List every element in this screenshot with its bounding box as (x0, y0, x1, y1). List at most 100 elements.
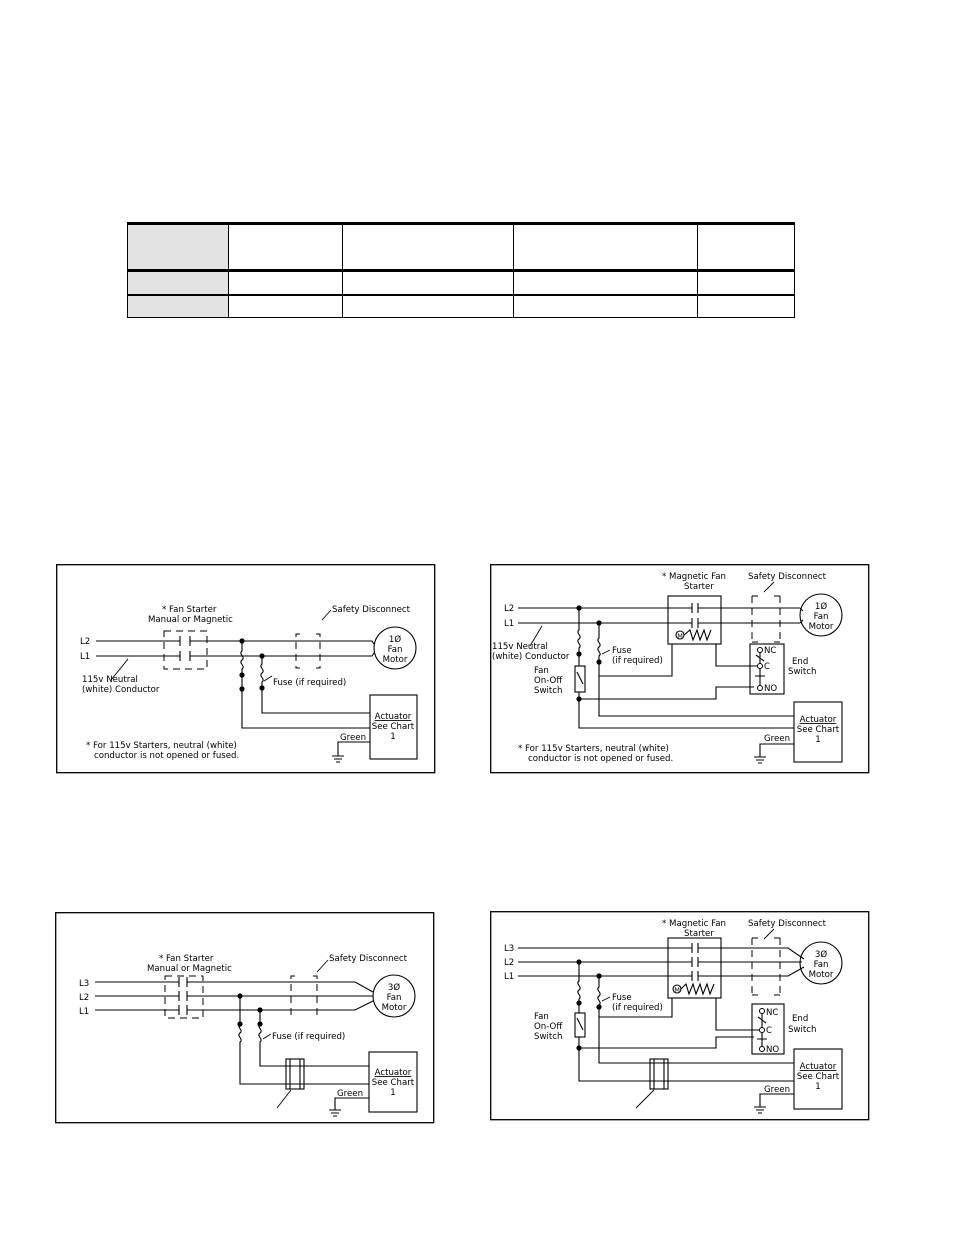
table-header-cell (127, 222, 229, 272)
ground-icon (754, 1106, 766, 1114)
wiring-diagram-3: * Fan Starter Manual or Magnetic Safety … (55, 912, 435, 1124)
fan-motor (372, 974, 416, 1018)
fan-motor (373, 626, 417, 670)
fuse-label-1: Fuse (612, 993, 632, 1003)
l1-label: L1 (504, 619, 514, 629)
nc-label: NC (766, 1008, 778, 1018)
l3-label: L3 (79, 979, 89, 989)
l2-label: L2 (79, 993, 89, 1003)
table-cell (697, 270, 795, 296)
table-cell (228, 294, 343, 318)
magnetic-starter-label-2: Starter (684, 582, 714, 592)
actuator-label: Actuator (375, 712, 412, 722)
fuse-label-1: Fuse (612, 646, 632, 656)
safety-disconnect-label: Safety Disconnect (332, 605, 411, 615)
table-cell (127, 270, 229, 296)
table-cell (342, 270, 514, 296)
motor-fan-label: Fan (387, 993, 402, 1003)
safety-disconnect-label: Safety Disconnect (748, 572, 827, 582)
table-cell (697, 294, 795, 318)
l2-label: L2 (504, 604, 514, 614)
table-header-cell (342, 222, 514, 272)
table-row (127, 270, 795, 296)
end-switch-label-1: End (792, 1014, 808, 1024)
see-chart-label: See Chart (797, 1072, 840, 1082)
fan-on-off-switch (574, 1012, 586, 1038)
no-label: NO (766, 1045, 779, 1055)
fan-on-off-switch (574, 665, 586, 693)
fan-motor (799, 593, 843, 637)
see-chart-label: See Chart (372, 1078, 415, 1088)
fan-starter-box (164, 975, 204, 1019)
table-header-cell (228, 222, 343, 272)
neutral-label-1: 115v Neutral (492, 642, 548, 652)
magnetic-starter-box (667, 595, 722, 645)
cable-clamp (649, 1058, 669, 1090)
fuse-label: Fuse (if required) (273, 678, 346, 688)
table-header-row (127, 222, 795, 272)
actuator-label: Actuator (800, 1062, 837, 1072)
magnetic-starter-label-2: Starter (684, 929, 714, 939)
neutral-label-1: 115v Neutral (82, 675, 138, 685)
chart-number-label: 1 (390, 1088, 395, 1098)
neutral-label-2: (white) Conductor (82, 685, 160, 695)
green-label: Green (337, 1089, 363, 1099)
safety-disconnect-label: Safety Disconnect (748, 919, 827, 929)
note-line-1: * For 115v Starters, neutral (white) (518, 744, 669, 754)
actuator-label: Actuator (375, 1068, 412, 1078)
safety-disconnect-label: Safety Disconnect (329, 954, 408, 964)
fan-starter-label: * Fan Starter (159, 954, 214, 964)
fuse-label-2: (if required) (612, 656, 663, 666)
note-line-1: * For 115v Starters, neutral (white) (86, 741, 237, 751)
l2-label: L2 (504, 958, 514, 968)
ground-icon (329, 1109, 341, 1117)
l1-label: L1 (80, 652, 90, 662)
wiring-diagram-4: * Magnetic Fan Starter Safety Disconnect… (490, 911, 870, 1121)
green-label: Green (764, 1085, 790, 1095)
note-line-2: conductor is not opened or fused. (94, 751, 239, 761)
manual-or-magnetic-label: Manual or Magnetic (148, 615, 233, 625)
l1-label: L1 (79, 1007, 89, 1017)
fan-starter-box (163, 630, 208, 670)
manual-or-magnetic-label: Manual or Magnetic (147, 964, 232, 974)
table-cell (513, 294, 698, 318)
actuator-box (793, 701, 843, 763)
end-switch-box (749, 643, 785, 695)
ground-icon (332, 755, 344, 763)
l2-label: L2 (80, 637, 90, 647)
fan-switch-label-3: Switch (534, 686, 562, 696)
table-cell (127, 294, 229, 318)
motor-fan-label: Fan (814, 960, 829, 970)
magnetic-starter-box (667, 937, 722, 999)
table-row (127, 294, 795, 318)
table-cell (228, 270, 343, 296)
magnetic-starter-label-1: * Magnetic Fan (662, 919, 726, 929)
motor-label: Motor (809, 622, 834, 632)
motor-phase-label: 1Ø (389, 634, 401, 645)
magnetic-starter-label-1: * Magnetic Fan (662, 572, 726, 582)
note-line-2: conductor is not opened or fused. (528, 754, 673, 764)
motor-phase-label: 3Ø (388, 982, 400, 993)
safety-disconnect-box (751, 937, 781, 996)
motor-label: Motor (382, 1003, 407, 1013)
neutral-label-2: (white) Conductor (492, 652, 570, 662)
end-switch-label-1: End (792, 657, 808, 667)
wiring-diagram-2: * Magnetic Fan Starter Safety Disconnect… (490, 564, 870, 774)
fan-motor (799, 941, 843, 985)
actuator-box (369, 694, 418, 760)
motor-label: Motor (809, 970, 834, 980)
motor-phase-label: 1Ø (815, 601, 827, 612)
motor-phase-label: 3Ø (815, 949, 827, 960)
end-switch-label-2: Switch (788, 1025, 816, 1035)
c-label: C (764, 662, 770, 672)
fan-switch-label-2: On-Off (534, 1022, 563, 1032)
table-header-cell (697, 222, 795, 272)
actuator-box (368, 1051, 418, 1113)
fuse-label: Fuse (if required) (272, 1032, 345, 1042)
green-label: Green (340, 733, 366, 743)
table-header-cell (513, 222, 698, 272)
cable-clamp (285, 1058, 305, 1090)
actuator-box (793, 1048, 843, 1110)
l1-label: L1 (504, 972, 514, 982)
motor-fan-label: Fan (388, 645, 403, 655)
